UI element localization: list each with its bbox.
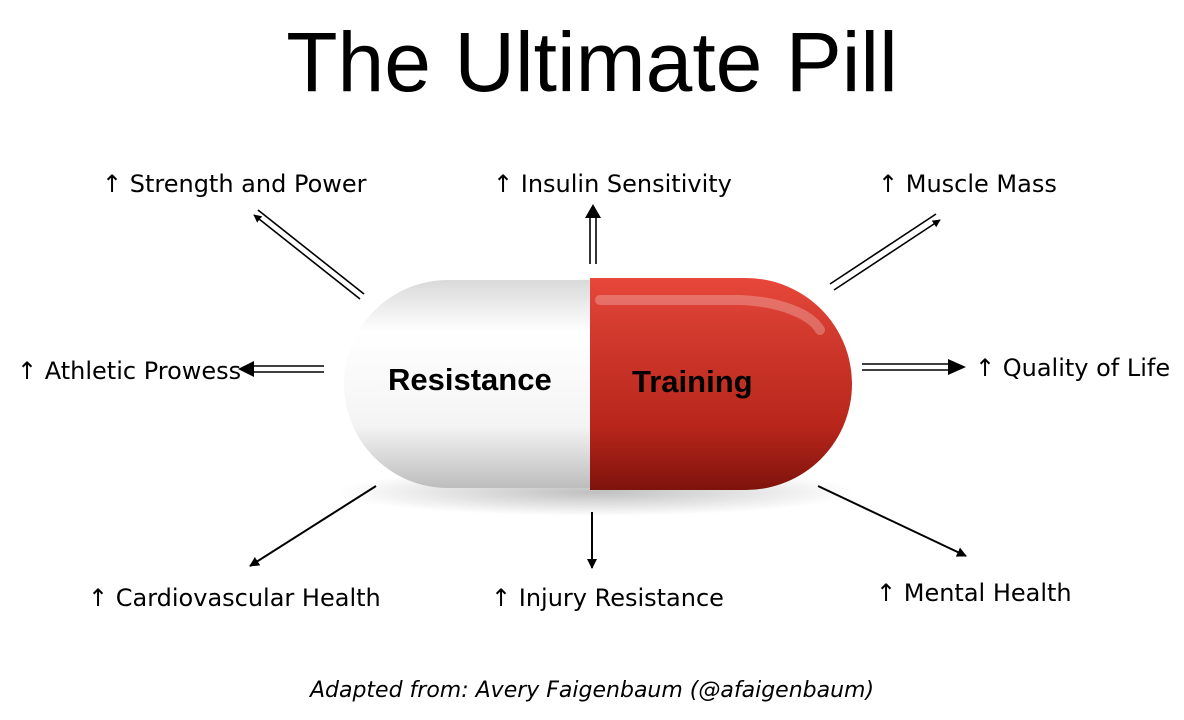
arrow-athletic	[238, 361, 324, 377]
pill-right-text: Training	[632, 364, 753, 399]
benefit-strength: ↑ Strength and Power	[102, 170, 367, 198]
benefit-mental: ↑ Mental Health	[876, 579, 1072, 607]
benefit-athletic: ↑ Athletic Prowess	[17, 357, 242, 385]
arrow-insulin	[585, 204, 601, 264]
benefit-insulin: ↑ Insulin Sensitivity	[493, 170, 732, 198]
arrow-muscle	[829, 213, 941, 291]
pill-red-half	[590, 278, 852, 490]
arrow-strength	[253, 209, 365, 300]
benefit-injury: ↑ Injury Resistance	[491, 584, 724, 612]
benefit-muscle: ↑ Muscle Mass	[878, 170, 1057, 198]
pill-white-half	[344, 280, 592, 488]
benefit-cardio: ↑ Cardiovascular Health	[88, 584, 381, 612]
pill-left-text: Resistance	[388, 362, 552, 397]
benefit-quality: ↑ Quality of Life	[975, 354, 1171, 382]
arrow-quality	[862, 359, 966, 375]
page-title: The Ultimate Pill	[286, 15, 898, 109]
credit-text: Adapted from: Avery Faigenbaum (@afaigen…	[309, 678, 875, 703]
